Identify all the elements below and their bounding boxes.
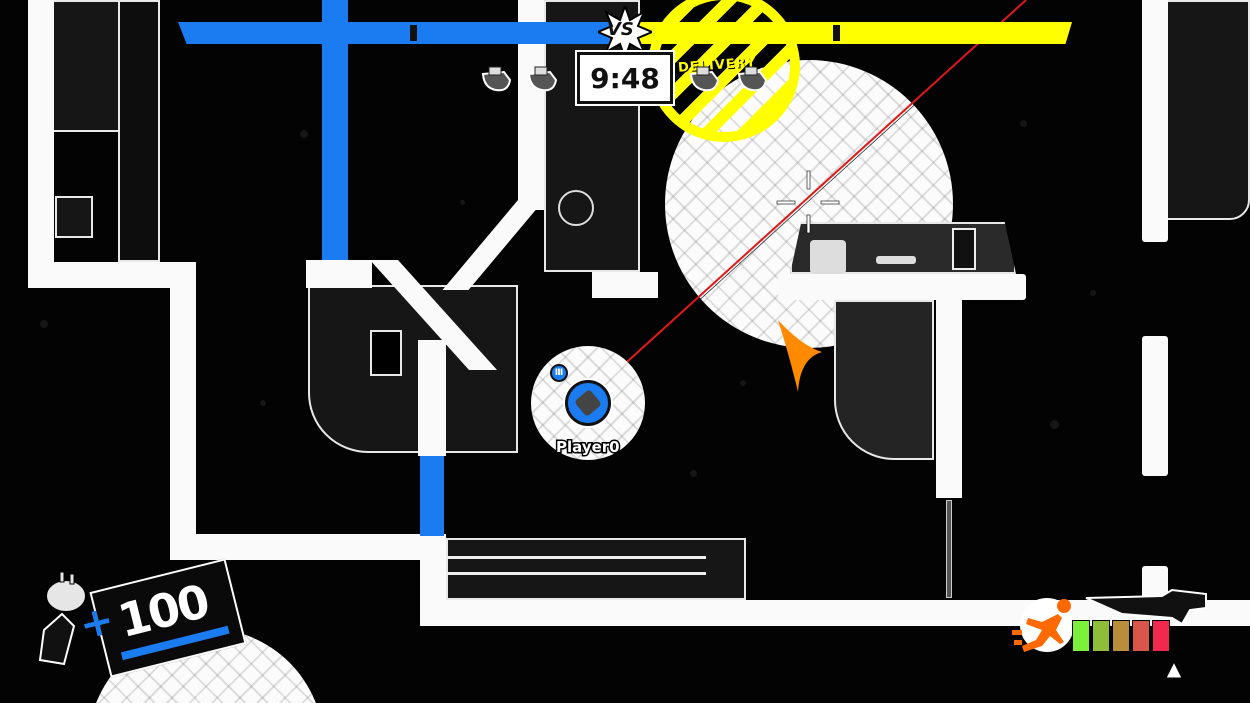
package-icon — [689, 66, 720, 92]
star-dot — [1090, 290, 1096, 296]
door-hinge — [946, 500, 952, 598]
rail — [446, 572, 706, 575]
wall — [170, 262, 196, 560]
orange-arrow-icon — [778, 320, 822, 392]
star-dot — [690, 470, 697, 477]
triangle-icon — [1165, 660, 1183, 679]
courier-avatar-icon — [38, 571, 87, 666]
blue-bar-marker — [410, 25, 417, 41]
timer-value: 9:48 — [590, 61, 660, 95]
keyboard — [876, 256, 916, 264]
console-screen — [370, 330, 402, 376]
player-body — [573, 388, 603, 418]
wall — [778, 274, 1026, 300]
stamina-bar — [1112, 620, 1130, 652]
wall — [418, 340, 446, 456]
vs-burst-icon — [598, 6, 652, 58]
player-avatar[interactable] — [565, 380, 611, 426]
star-dot — [460, 200, 465, 205]
wall — [1142, 336, 1168, 476]
match-timer: 9:48 — [577, 52, 673, 104]
team-blue-bar — [178, 22, 610, 44]
wall — [1142, 0, 1168, 242]
running-man-icon — [1012, 599, 1071, 652]
barrel — [558, 190, 594, 226]
wall — [28, 0, 54, 288]
star-dot — [1020, 120, 1027, 127]
star-dot — [300, 130, 308, 138]
package-icon — [737, 66, 768, 92]
yellow-bar-marker — [833, 25, 840, 41]
crosshair-icon — [776, 170, 840, 234]
corridor-room — [834, 300, 934, 460]
stamina-weapon-hud — [1006, 588, 1207, 654]
player-light — [531, 346, 645, 460]
star-dot — [1050, 420, 1059, 429]
wall — [592, 272, 658, 298]
shelf — [118, 0, 160, 262]
shield-crest-icon: Ⅲ — [550, 364, 568, 382]
vs-label: VS — [607, 19, 634, 40]
package-icon — [527, 66, 558, 92]
team-yellow-bar — [640, 22, 1072, 44]
star-dot — [260, 400, 266, 406]
wall — [170, 534, 446, 560]
crate — [55, 196, 93, 238]
monitor — [810, 240, 846, 274]
cell-room — [1160, 0, 1250, 220]
rail — [446, 556, 706, 559]
wall — [28, 262, 196, 288]
blue-pipe — [420, 456, 444, 536]
star-dot — [740, 380, 746, 386]
rifle-icon — [1085, 588, 1207, 626]
stamina-bar — [1072, 620, 1090, 652]
package-icon — [481, 66, 512, 92]
wall — [936, 298, 962, 498]
conveyor — [446, 538, 746, 600]
stamina-bar — [1092, 620, 1110, 652]
star-dot — [40, 320, 48, 328]
wall — [306, 260, 372, 288]
radio — [952, 228, 976, 270]
stamina-bar — [1152, 620, 1170, 652]
player-name-tag: Player0 — [555, 437, 622, 458]
stamina-bar — [1132, 620, 1150, 652]
